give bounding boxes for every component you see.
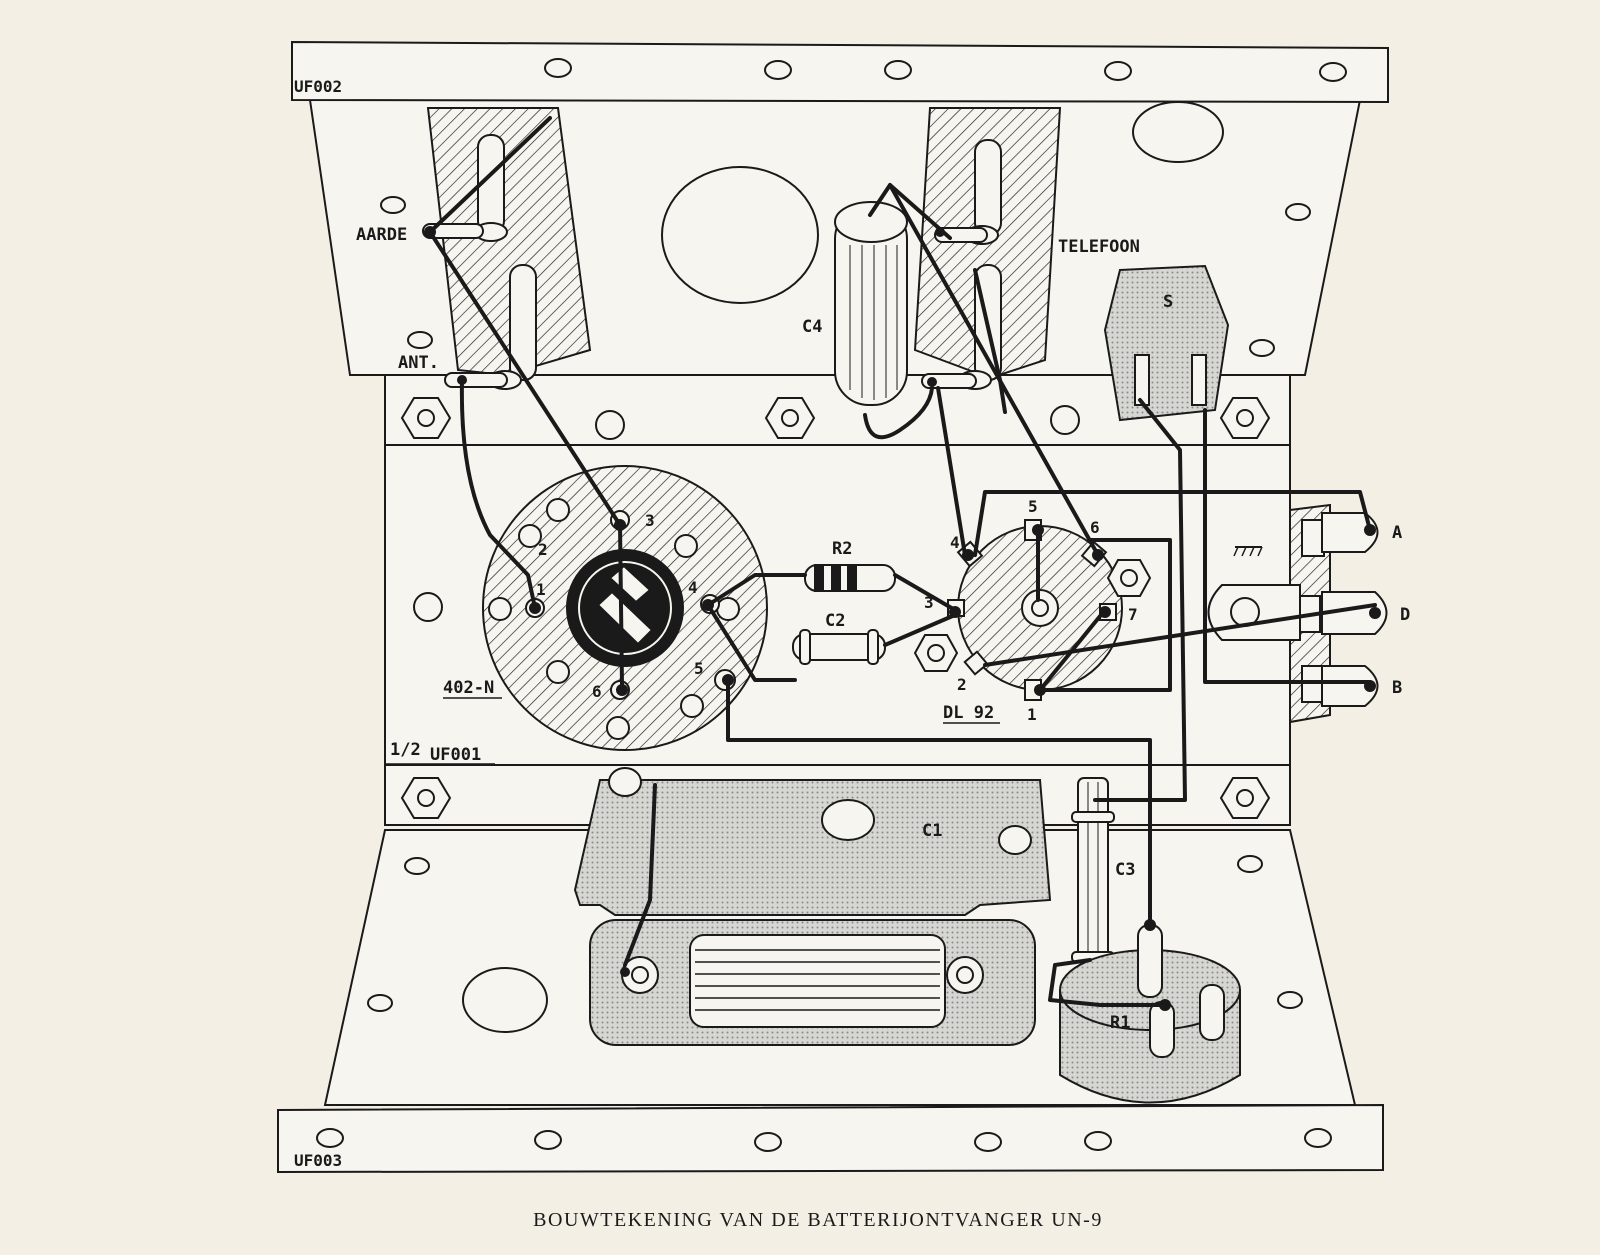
capacitor-c3 [1071,777,1115,964]
coil-pin-1: 1 [536,580,546,599]
bottom-flange [277,1103,1384,1174]
label-c3: C3 [1115,860,1135,880]
label-r2: R2 [832,539,852,559]
label-dl92: DL 92 [943,703,994,723]
tube-pin-2: 2 [957,675,967,694]
panel-label-uf003: UF003 [294,1151,342,1170]
label-c4: C4 [802,317,822,337]
label-c1: C1 [922,821,942,841]
label-terminal-a: A [1392,523,1402,543]
label-ant: ANT. [398,353,439,373]
capacitor-c1 [573,767,1052,1046]
switch-s [1103,264,1230,422]
label-c2: C2 [825,611,845,631]
solder-points [424,226,1381,1011]
panel-label-uf001: UF001 [430,745,481,765]
tube-pin-7: 7 [1128,605,1138,624]
potentiometer-r1 [1059,924,1241,1104]
tube-pin-4: 4 [950,533,960,552]
label-terminal-d: D [1400,605,1410,625]
label-switch-s: S [1163,292,1173,312]
flange-holes [316,58,1347,1152]
coil-pin-3: 3 [645,511,655,530]
coil-pin-4: 4 [688,578,698,597]
capacitor-c4 [834,201,908,406]
wiring [428,116,1377,1007]
tube-pin-6: 6 [1090,518,1100,537]
label-402n: 402-N [443,678,494,698]
label-telefoon: TELEFOON [1058,237,1140,257]
tube-pin-5: 5 [1028,497,1038,516]
coil-pin-5: 5 [694,659,704,678]
tube-pin-3: 3 [924,593,934,612]
top-flange [291,40,1389,104]
capacitor-c2 [792,629,886,665]
label-r1: R1 [1110,1013,1130,1033]
label-aarde: AARDE [356,225,407,245]
coil-pin-2: 2 [538,540,548,559]
coil-pin-6: 6 [592,682,602,701]
aarde-ant-strip [426,107,592,377]
diagram-caption: BOUWTEKENING VAN DE BATTERIJONTVANGER UN… [533,1209,1103,1231]
labels: UF002 UF003 1/2 UF001 AARDE ANT. TELEFOO… [294,77,1410,1231]
resistor-r2 [804,564,896,592]
panel-label-uf002: UF002 [294,77,342,96]
panel-nuts [400,397,1271,819]
panel-label-half: 1/2 [390,740,421,760]
tube-pin-1: 1 [1027,705,1037,724]
label-terminal-b: B [1392,678,1402,698]
coil-socket-402n [482,465,768,751]
